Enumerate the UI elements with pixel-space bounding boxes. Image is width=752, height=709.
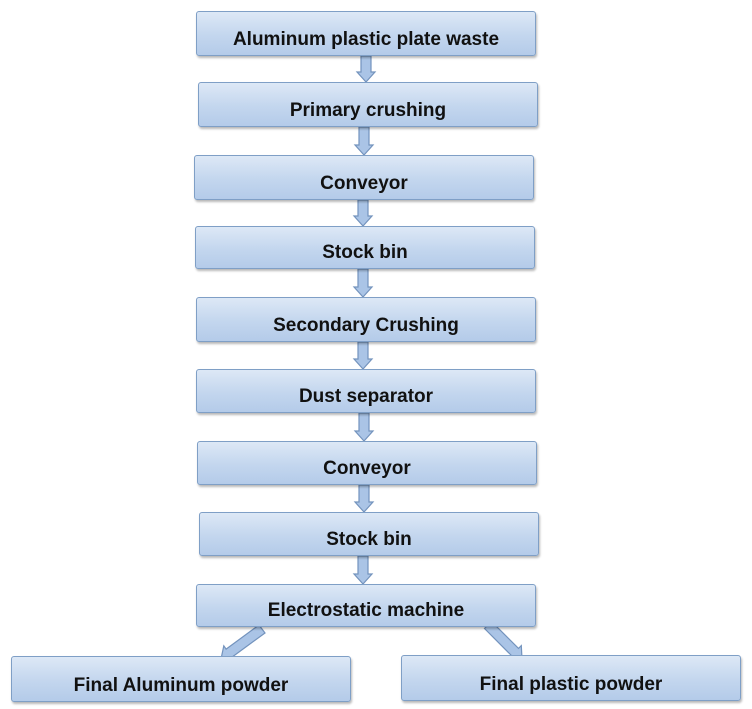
- step-label: Dust separator: [298, 386, 434, 407]
- output-box-final-plastic-powder: Final plastic powder: [401, 655, 741, 701]
- step-box-stock-bin-2: Stock bin: [199, 512, 539, 556]
- step-box-aluminum-plastic-plate-waste: Aluminum plastic plate waste: [196, 11, 536, 56]
- flow-arrow-7: [353, 484, 375, 513]
- flow-arrow-8: [352, 555, 374, 585]
- flow-arrow-3: [352, 199, 374, 227]
- step-label: Aluminum plastic plate waste: [232, 29, 500, 50]
- step-box-dust-separator: Dust separator: [196, 369, 536, 413]
- flow-arrow-4: [352, 268, 374, 298]
- step-label: Conveyor: [323, 458, 411, 479]
- step-label: Stock bin: [322, 242, 408, 263]
- step-box-conveyor-2: Conveyor: [197, 441, 537, 485]
- branch-arrow-plastic: [483, 620, 523, 660]
- step-box-secondary-crushing: Secondary Crushing: [196, 297, 536, 342]
- step-label: Stock bin: [326, 529, 412, 550]
- flow-arrow-1: [355, 55, 377, 83]
- step-box-conveyor-1: Conveyor: [194, 155, 534, 200]
- step-label: Electrostatic machine: [267, 600, 465, 621]
- flow-arrow-6: [353, 412, 375, 442]
- output-label: Final plastic powder: [479, 674, 663, 695]
- output-label: Final Aluminum powder: [73, 675, 289, 696]
- step-label: Primary crushing: [289, 100, 447, 121]
- step-box-primary-crushing: Primary crushing: [198, 82, 538, 127]
- step-box-electrostatic-machine: Electrostatic machine: [196, 584, 536, 627]
- step-label: Secondary Crushing: [273, 315, 459, 336]
- flow-arrow-2: [353, 126, 375, 156]
- flow-arrow-5: [352, 341, 374, 370]
- step-label: Conveyor: [320, 173, 408, 194]
- step-box-stock-bin-1: Stock bin: [195, 226, 535, 269]
- output-box-final-aluminum-powder: Final Aluminum powder: [11, 656, 351, 702]
